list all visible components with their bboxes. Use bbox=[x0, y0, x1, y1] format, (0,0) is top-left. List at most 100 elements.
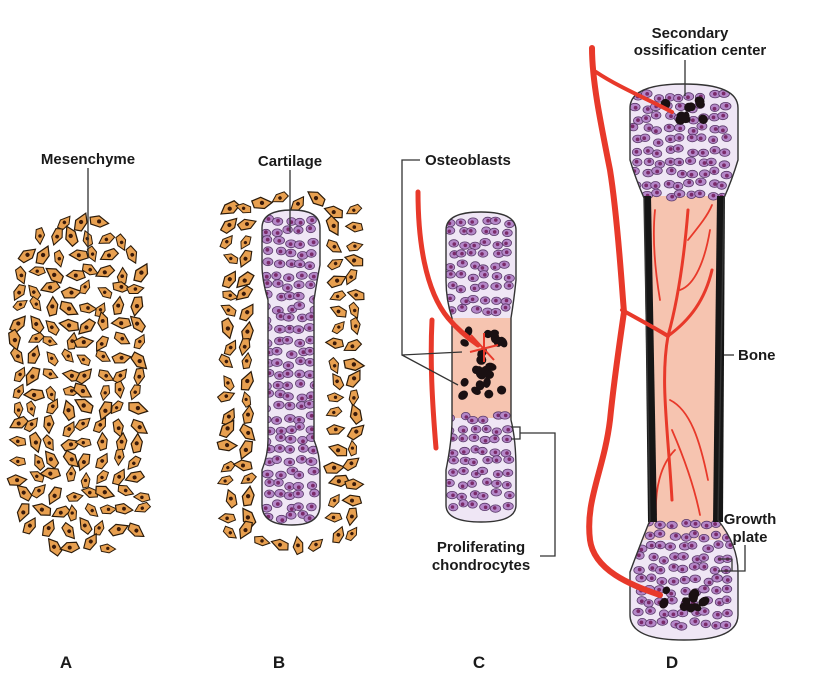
chondrocyte bbox=[306, 433, 318, 443]
osteoblasts-leader bbox=[401, 159, 463, 386]
panel-label-d: D bbox=[666, 653, 678, 672]
mesenchyme-cell bbox=[128, 401, 149, 415]
chondrocyte bbox=[294, 240, 305, 250]
chondrocyte bbox=[275, 246, 287, 256]
blood-vessel-c bbox=[415, 189, 481, 451]
chondrocyte bbox=[673, 157, 685, 167]
mesenchyme-cell bbox=[62, 385, 81, 396]
mesenchyme-cell bbox=[223, 339, 237, 356]
mesenchyme-cell bbox=[25, 366, 41, 387]
secondary-label-2: ossification center bbox=[634, 42, 767, 59]
osteoblast bbox=[485, 362, 497, 371]
mesenchyme-cell bbox=[327, 493, 340, 508]
chondrocyte bbox=[683, 178, 694, 188]
chondrocyte bbox=[700, 619, 712, 629]
chondrocyte bbox=[273, 259, 286, 269]
osteoblast bbox=[475, 380, 485, 391]
chondrocyte bbox=[664, 542, 676, 551]
mesenchyme-cell bbox=[27, 332, 45, 343]
mesenchyme-cell bbox=[130, 432, 143, 454]
mesenchyme-cell bbox=[130, 418, 149, 434]
chondrocyte bbox=[698, 553, 710, 562]
mesenchyme-cell bbox=[51, 228, 63, 246]
chondrocyte bbox=[271, 228, 283, 238]
mesenchyme-cell bbox=[108, 523, 130, 537]
blood-vessel-d-upper bbox=[594, 70, 674, 114]
chondrocyte bbox=[489, 448, 501, 457]
mesenchyme-cell bbox=[62, 420, 75, 438]
chondrocyte bbox=[501, 481, 512, 490]
chondrocyte bbox=[711, 586, 722, 595]
chondrocyte bbox=[293, 470, 305, 480]
chondrocyte bbox=[667, 609, 679, 618]
mesenchyme-cell bbox=[221, 317, 234, 340]
chondrocyte bbox=[673, 133, 685, 142]
chondrocyte bbox=[446, 478, 455, 488]
mesenchyme-cell bbox=[271, 191, 290, 203]
chondrocyte bbox=[673, 93, 684, 103]
mesenchyme-cell bbox=[92, 416, 107, 434]
chondrocyte bbox=[446, 490, 458, 500]
mesenchyme-cell bbox=[232, 459, 253, 472]
chondrocyte bbox=[295, 455, 307, 464]
osteoblast bbox=[698, 596, 710, 607]
mesenchyme-cell bbox=[45, 385, 56, 403]
mesenchyme-cell bbox=[65, 464, 77, 483]
chondrocyte bbox=[271, 271, 282, 281]
mesenchyme-cell bbox=[343, 357, 366, 372]
mesenchyme-cell bbox=[35, 245, 50, 265]
chondrocyte bbox=[689, 529, 699, 539]
mesenchyme-cell bbox=[42, 434, 54, 452]
mesenchyme-cell bbox=[27, 344, 41, 364]
mesenchyme-cell bbox=[327, 474, 351, 488]
chondrocyte bbox=[672, 181, 684, 191]
chondrocyte bbox=[719, 101, 732, 111]
chondrocyte bbox=[694, 189, 706, 199]
chondrocyte bbox=[306, 481, 318, 490]
chondrocyte bbox=[306, 391, 318, 401]
chondrocyte bbox=[468, 457, 478, 467]
chondrocyte bbox=[668, 577, 680, 586]
chondrocyte bbox=[637, 618, 648, 627]
chondrocyte bbox=[271, 499, 283, 509]
cartilage-label: Cartilage bbox=[258, 153, 322, 170]
chondrocyte bbox=[469, 241, 481, 250]
chondrocyte bbox=[687, 541, 698, 550]
mesenchyme-cell bbox=[73, 382, 93, 398]
chondrocyte bbox=[294, 369, 306, 379]
chondrocyte bbox=[489, 504, 502, 513]
chondrocyte bbox=[490, 488, 502, 497]
mesenchyme-cell bbox=[292, 535, 304, 556]
mesenchyme-cell bbox=[61, 348, 74, 363]
chondrocyte bbox=[654, 520, 666, 530]
mesenchyme-cell bbox=[329, 305, 347, 318]
chondrocyte bbox=[467, 273, 479, 282]
chondrocyte bbox=[717, 111, 729, 121]
mesenchyme-cell bbox=[127, 522, 145, 538]
chondrocyte bbox=[652, 138, 664, 147]
chondrocyte bbox=[721, 584, 733, 594]
chondrocyte bbox=[717, 125, 728, 134]
chondrocyte bbox=[690, 519, 701, 529]
chondrocyte bbox=[469, 283, 481, 292]
mesenchyme-cell bbox=[112, 295, 125, 315]
chondrocyte bbox=[282, 361, 294, 370]
mesenchyme-cell bbox=[6, 474, 28, 486]
chondrocyte bbox=[478, 270, 489, 279]
chondrocyte bbox=[664, 93, 676, 102]
mesenchyme-cell bbox=[100, 385, 111, 402]
mesenchyme-cell bbox=[132, 492, 151, 503]
chondrocyte bbox=[710, 530, 721, 540]
chondrocyte bbox=[262, 316, 272, 325]
mesenchyme-cell bbox=[12, 383, 25, 399]
chondrocyte bbox=[654, 160, 666, 169]
mesenchyme-cell bbox=[323, 461, 346, 474]
chondrocyte bbox=[502, 228, 513, 237]
chondrocyte bbox=[719, 148, 731, 157]
mesenchyme-cell bbox=[129, 384, 141, 401]
mesenchyme-cell bbox=[332, 373, 345, 391]
chondrocyte bbox=[273, 400, 285, 410]
chondrocyte bbox=[293, 502, 304, 512]
chondrocyte bbox=[292, 489, 304, 499]
